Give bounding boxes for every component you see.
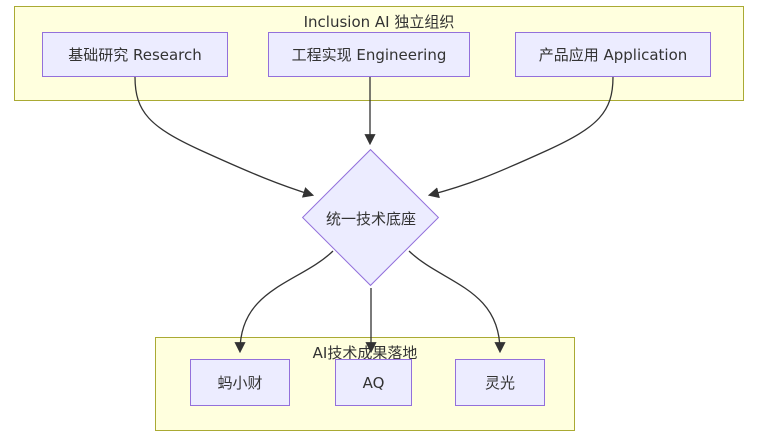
node-unified-tech-base-label: 统一技术底座 (325, 209, 416, 228)
node-maxiaocai: 蚂小财 (190, 359, 290, 406)
node-lingguang: 灵光 (455, 359, 545, 406)
node-research: 基础研究 Research (42, 32, 228, 77)
edge-hub-to-maxiaocai (234, 250, 334, 354)
subgraph-title-inclusion-ai: Inclusion AI 独立组织 (303, 13, 455, 31)
subgraph-title-ai-results: AI技术成果落地 (312, 344, 418, 362)
node-aq: AQ (335, 359, 412, 406)
node-application: 产品应用 Application (515, 32, 711, 77)
node-engineering: 工程实现 Engineering (268, 32, 470, 77)
edge-hub-to-lingguang (408, 250, 506, 354)
